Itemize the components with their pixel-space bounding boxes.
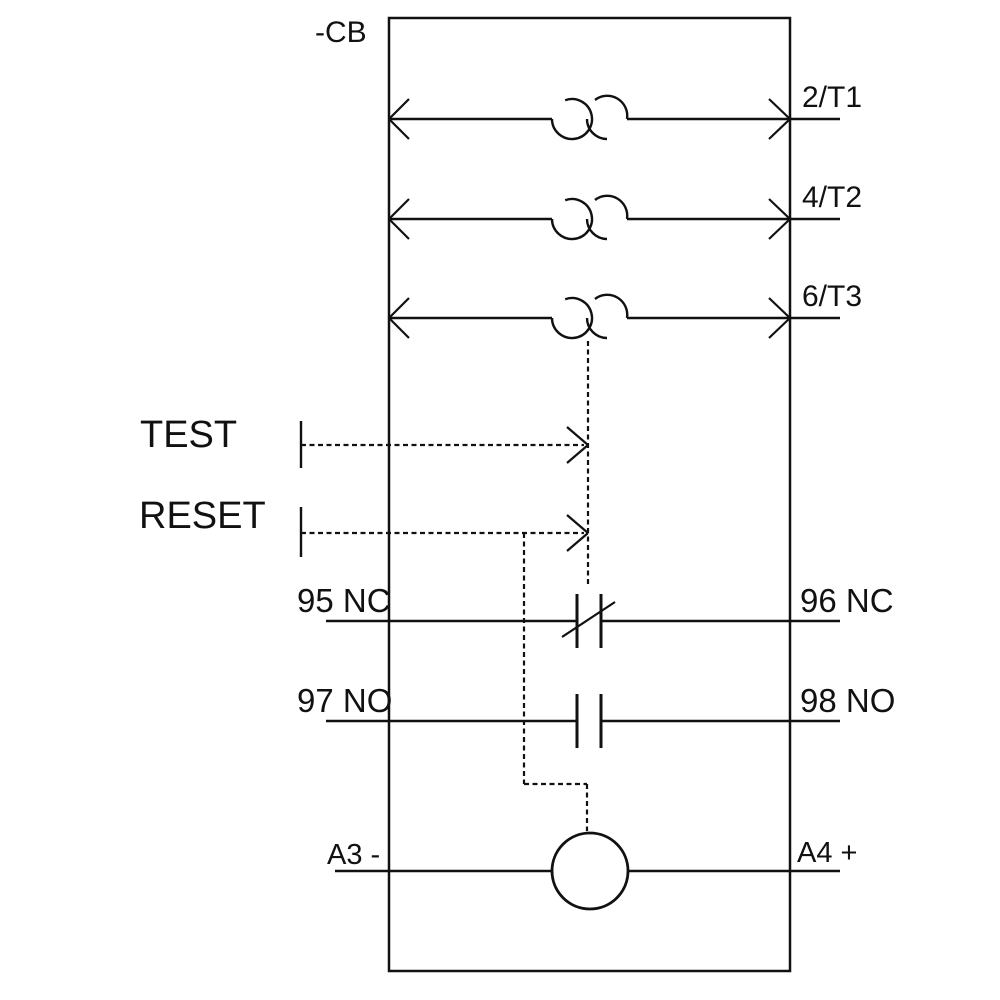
pole-2-terminal-label: 4/T2 bbox=[802, 181, 862, 214]
ct-right-loop-bottom bbox=[585, 317, 608, 340]
pole-2: 4/T2 bbox=[388, 181, 862, 241]
terminal-label-96: 96 NC bbox=[800, 582, 894, 619]
reset-label: RESET bbox=[139, 495, 266, 537]
device-label: -CB bbox=[315, 16, 367, 49]
no-contact-97-98: 97 NO 98 NO bbox=[297, 682, 895, 748]
nc-contact-bridge-slash bbox=[561, 601, 616, 638]
pole-1: 2/T1 bbox=[388, 81, 862, 141]
coil-circuit-a3-a4: A3 - A4 + bbox=[327, 831, 857, 911]
pole-1-terminal-label: 2/T1 bbox=[802, 81, 862, 114]
right-arrowhead-icon bbox=[768, 198, 791, 240]
ct-right-loop-top bbox=[594, 293, 629, 319]
terminal-label-a4: A4 + bbox=[797, 837, 857, 869]
current-transformer-icon bbox=[550, 293, 629, 340]
coil-symbol bbox=[550, 831, 630, 911]
device-boundary-box bbox=[387, 16, 792, 973]
test-arrowhead-icon bbox=[566, 426, 589, 464]
terminal-label-95: 95 NC bbox=[297, 582, 391, 619]
ct-left-loop bbox=[550, 296, 594, 340]
nc-contact-95-96: 95 NC 96 NC bbox=[297, 582, 894, 648]
pole-3-terminal-label: 6/T3 bbox=[802, 280, 862, 313]
current-transformer-icon bbox=[550, 194, 629, 241]
pole-3: 6/T3 bbox=[388, 280, 862, 340]
ct-left-loop bbox=[550, 197, 594, 241]
terminal-label-98: 98 NO bbox=[800, 682, 895, 719]
reset-arrowhead-icon bbox=[566, 514, 589, 552]
left-arrowhead-icon bbox=[388, 198, 410, 240]
ct-right-loop-top bbox=[594, 194, 629, 220]
reset-control: RESET bbox=[139, 495, 589, 831]
reset-coil-linkage-dashed bbox=[522, 533, 589, 831]
right-arrowhead-icon bbox=[768, 297, 791, 339]
ct-right-loop-bottom bbox=[585, 218, 608, 241]
ct-right-loop-top bbox=[594, 94, 629, 120]
terminal-label-97: 97 NO bbox=[297, 682, 392, 719]
terminal-label-a3: A3 - bbox=[327, 839, 380, 871]
right-arrowhead-icon bbox=[768, 98, 791, 140]
ct-left-loop bbox=[550, 97, 594, 141]
left-arrowhead-icon bbox=[388, 297, 410, 339]
ct-right-loop-bottom bbox=[585, 118, 608, 141]
test-label: TEST bbox=[140, 414, 237, 456]
current-transformer-icon bbox=[550, 94, 629, 141]
left-arrowhead-icon bbox=[388, 98, 410, 140]
test-control: TEST bbox=[140, 414, 589, 468]
